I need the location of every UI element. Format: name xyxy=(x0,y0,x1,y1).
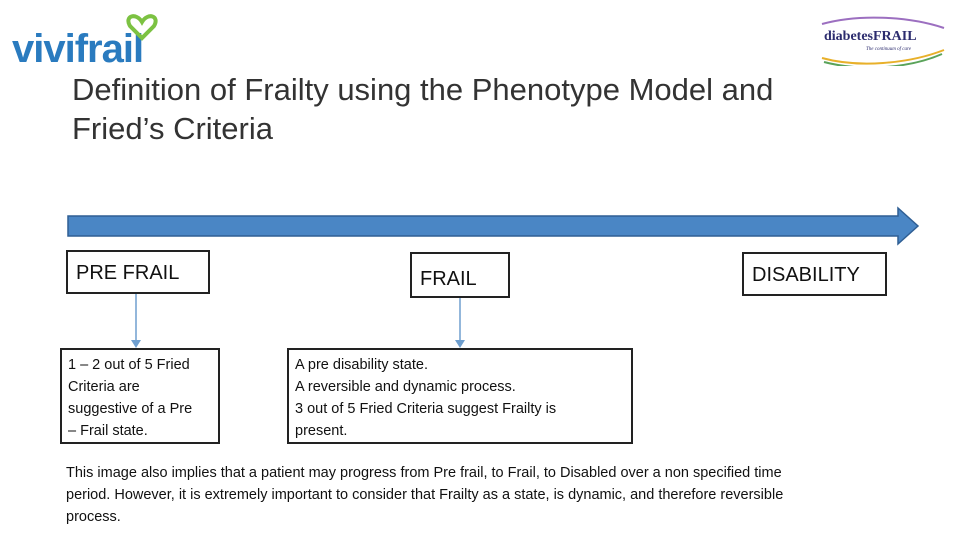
connector-pre-frail-arrowhead xyxy=(131,340,141,348)
connector-frail-arrowhead xyxy=(455,340,465,348)
description-pre-frail: 1 – 2 out of 5 Fried Criteria are sugges… xyxy=(60,348,220,444)
footnote-line-1: This image also implies that a patient m… xyxy=(66,465,782,481)
stage-frail: FRAIL xyxy=(410,252,510,298)
page-title: Definition of Frailty using the Phenotyp… xyxy=(72,70,852,148)
description-line: A reversible and dynamic process. xyxy=(295,379,516,395)
footnote: This image also implies that a patient m… xyxy=(66,462,926,528)
title-line-2: Fried’s Criteria xyxy=(72,111,273,146)
progression-arrow xyxy=(67,206,920,246)
description-line: 3 out of 5 Fried Criteria suggest Frailt… xyxy=(295,401,557,417)
title-line-1: Definition of Frailty using the Phenotyp… xyxy=(72,72,774,107)
description-frail: A pre disability state. A reversible and… xyxy=(287,348,633,444)
description-line: suggestive of a Pre xyxy=(68,401,193,417)
description-line: 1 – 2 out of 5 Fried xyxy=(68,357,190,373)
stage-disability: DISABILITY xyxy=(742,252,887,296)
diabetesfrail-logo-text: diabetesFRAIL xyxy=(824,29,917,44)
stage-pre-frail: PRE FRAIL xyxy=(66,250,210,294)
footnote-line-3: process. xyxy=(66,509,121,525)
vivifrail-logo: vivifrail xyxy=(12,14,158,70)
vivifrail-logo-text: vivifrail xyxy=(12,27,143,70)
description-line: A pre disability state. xyxy=(295,357,428,373)
footnote-line-2: period. However, it is extremely importa… xyxy=(66,487,784,503)
description-line: Criteria are xyxy=(68,379,140,395)
description-line: – Frail state. xyxy=(68,423,148,439)
heart-icon xyxy=(126,14,158,41)
diabetesfrail-logo: diabetesFRAIL The continuum of care xyxy=(821,16,945,66)
description-line: present. xyxy=(295,423,348,439)
diabetesfrail-tagline: The continuum of care xyxy=(866,47,912,52)
